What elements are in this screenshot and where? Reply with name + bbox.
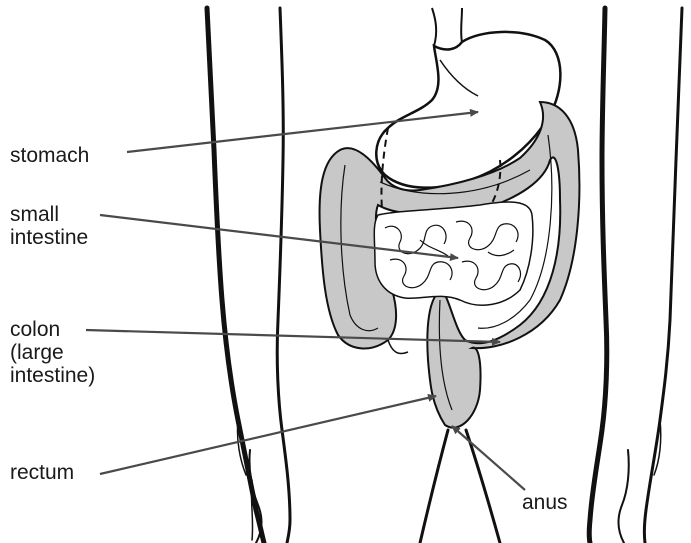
label-rectum: rectum bbox=[10, 461, 74, 484]
label-colon-line2: (large bbox=[10, 341, 95, 364]
label-small-intestine-line2: intestine bbox=[10, 226, 88, 249]
label-small-intestine: small intestine bbox=[10, 203, 88, 249]
appendix bbox=[388, 340, 408, 354]
esophagus bbox=[432, 8, 462, 46]
label-small-intestine-line1: small bbox=[10, 203, 88, 226]
leader-rectum bbox=[100, 396, 436, 474]
label-colon-line1: colon bbox=[10, 318, 95, 341]
label-colon-line3: intestine) bbox=[10, 364, 95, 387]
leg-outlines bbox=[420, 430, 500, 543]
label-anus: anus bbox=[522, 491, 568, 514]
label-stomach: stomach bbox=[10, 144, 89, 167]
body-outline-right bbox=[589, 8, 682, 543]
label-colon: colon (large intestine) bbox=[10, 318, 95, 387]
leader-anus bbox=[452, 426, 525, 490]
body-outline-left bbox=[207, 8, 290, 543]
